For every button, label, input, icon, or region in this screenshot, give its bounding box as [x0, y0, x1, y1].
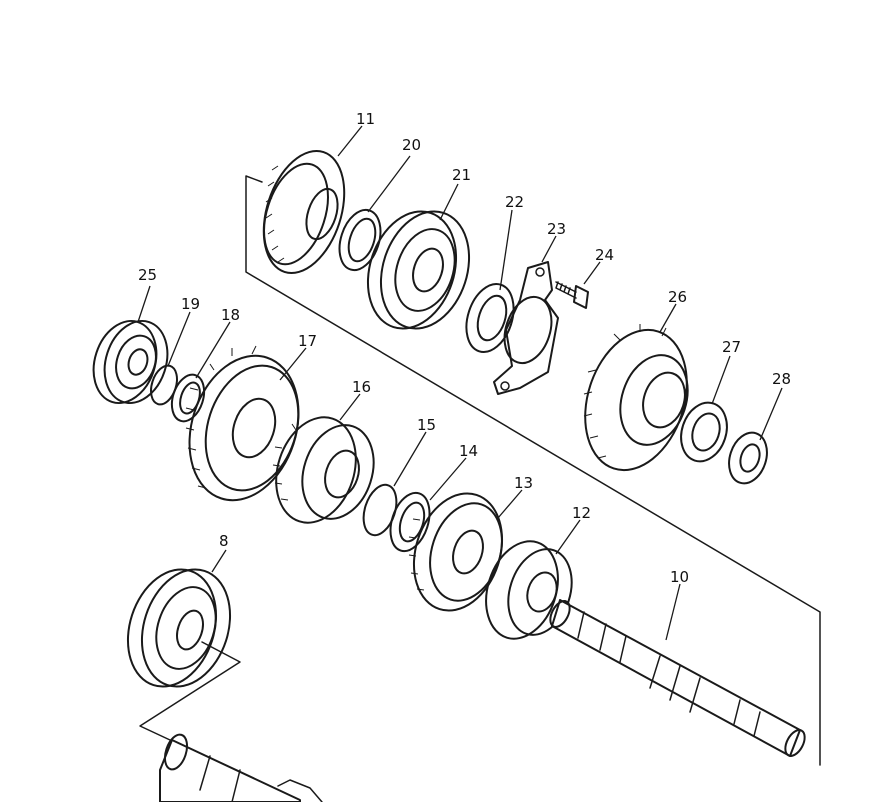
leader-24 [583, 261, 601, 285]
leader-21 [439, 183, 459, 221]
leader-17 [279, 347, 307, 381]
part-11-gear [262, 150, 346, 274]
lower-shaft [159, 733, 323, 802]
leader-28 [759, 387, 783, 441]
leader-16 [339, 393, 361, 421]
label-16: 16 [352, 378, 371, 396]
label-14: 14 [459, 442, 478, 460]
part-19-circlip [150, 364, 178, 406]
label-17: 17 [298, 332, 317, 350]
part-12-gear [485, 540, 573, 640]
leader-8 [211, 549, 227, 573]
leader-18 [195, 321, 231, 379]
label-13: 13 [514, 474, 533, 492]
leader-12 [555, 519, 581, 555]
part-18-washer [170, 373, 206, 423]
part-17-gear [185, 345, 300, 502]
label-12: 12 [572, 504, 591, 522]
label-11: 11 [356, 110, 375, 128]
part-24-bolt [555, 281, 589, 309]
leader-26 [659, 303, 677, 333]
leader-14 [429, 457, 467, 501]
leader-11 [337, 125, 363, 157]
label-25: 25 [138, 266, 157, 284]
label-26: 26 [668, 288, 687, 306]
label-28: 28 [772, 370, 791, 388]
label-20: 20 [402, 136, 421, 154]
part-16-gear [272, 416, 375, 524]
group-bracket-line [245, 175, 821, 766]
label-22: 22 [505, 193, 524, 211]
part-14-washer [389, 491, 431, 553]
label-27: 27 [722, 338, 741, 356]
leader-22 [499, 209, 513, 291]
part-27-lock-washer [680, 401, 728, 463]
leader-27 [711, 355, 731, 405]
label-23: 23 [547, 220, 566, 238]
lower-bracket-line [139, 641, 241, 741]
label-21: 21 [452, 166, 471, 184]
leader-25 [137, 285, 151, 323]
label-24: 24 [595, 246, 614, 264]
leader-13 [497, 489, 523, 519]
part-25-bearing [92, 319, 169, 405]
label-18: 18 [221, 306, 240, 324]
leader-20 [367, 155, 411, 213]
label-10: 10 [670, 568, 689, 586]
part-10-shaft [549, 599, 806, 757]
label-8: 8 [219, 532, 229, 550]
leader-23 [541, 235, 557, 263]
part-26-sprocket [583, 324, 689, 472]
leader-15 [393, 431, 427, 487]
leader-10 [665, 583, 681, 641]
label-15: 15 [417, 416, 436, 434]
label-19: 19 [181, 295, 200, 313]
part-28-nut [728, 431, 768, 485]
part-8-bearing [126, 568, 232, 688]
leader-19 [167, 311, 191, 367]
part-23-plate [493, 261, 559, 395]
